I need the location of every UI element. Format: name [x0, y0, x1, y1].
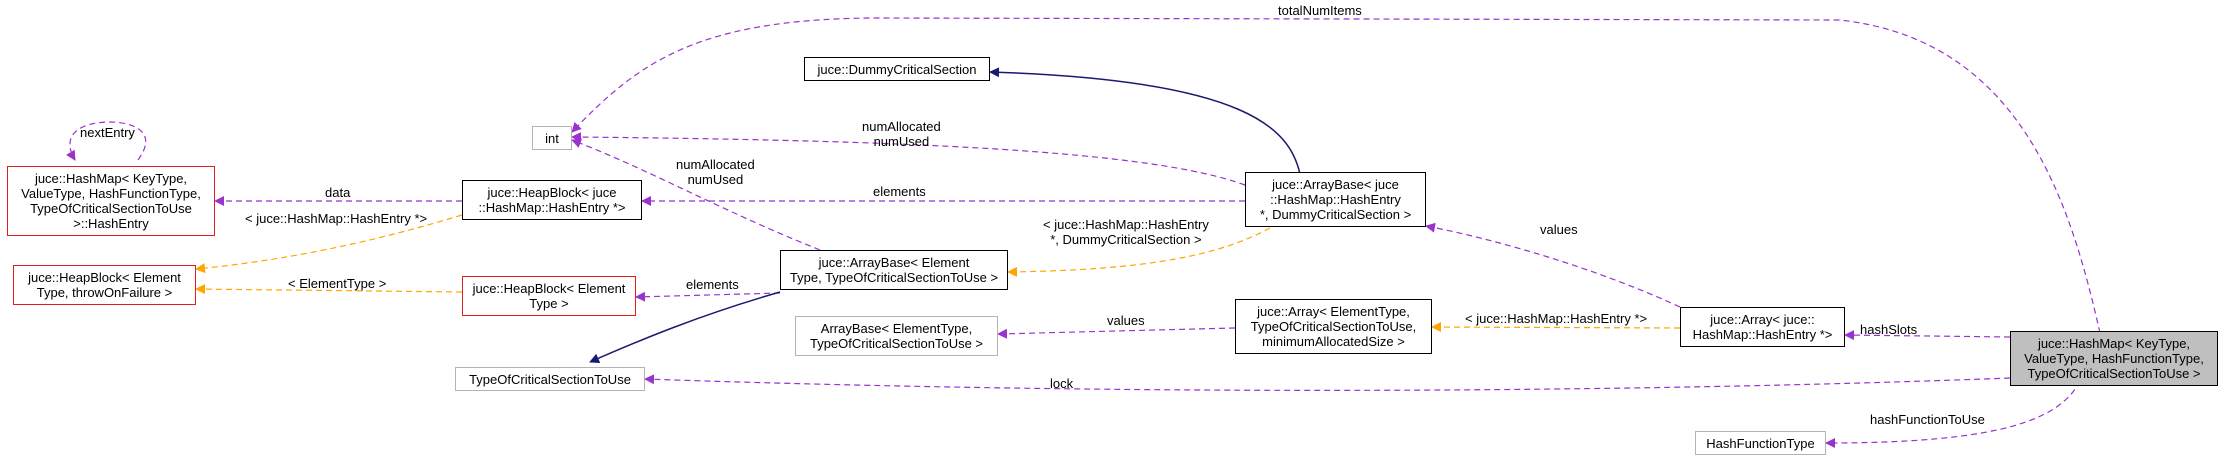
edge-hashFunctionToUse — [1825, 380, 2081, 448]
label-hashSlots: hashSlots — [1860, 322, 1918, 337]
node-heapblock-hashentry[interactable]: juce::HeapBlock< juce ::HashMap::HashEnt… — [462, 180, 642, 220]
edge-lock — [644, 374, 2011, 391]
node-int[interactable]: int — [532, 126, 572, 150]
label-ab-template-arg: < juce::HashMap::HashEntry *, DummyCriti… — [1043, 217, 1209, 247]
label-elements-bottom: elements — [686, 277, 739, 292]
edge-nextEntry — [66, 121, 147, 161]
node-heapblock-template[interactable]: juce::HeapBlock< Element Type, throwOnFa… — [13, 265, 196, 305]
node-array-template[interactable]: juce::Array< ElementType, TypeOfCritical… — [1235, 299, 1432, 354]
edge-element-type — [195, 284, 463, 295]
label-values-left: values — [1107, 313, 1145, 328]
node-heapblock-elementtype[interactable]: juce::HeapBlock< Element Type > — [462, 276, 636, 316]
label-values-right: values — [1540, 222, 1578, 237]
edge-inherit-arraybase — [589, 291, 781, 363]
edge-numalloc-top — [571, 132, 1246, 186]
label-data: data — [325, 185, 351, 200]
node-critical-section-type[interactable]: TypeOfCriticalSectionToUse — [455, 367, 645, 391]
node-dummy-critical-section[interactable]: juce::DummyCriticalSection — [804, 57, 990, 81]
edge-ab-tmpl-arg — [1007, 227, 1271, 277]
node-arraybase-external[interactable]: ArrayBase< ElementType, TypeOfCriticalSe… — [795, 316, 998, 356]
label-hb-template-arg: < juce::HashMap::HashEntry *> — [245, 211, 428, 226]
label-numalloc-mid: numAllocated numUsed — [676, 157, 755, 187]
edge-numalloc-mid — [571, 138, 821, 251]
node-hashmap[interactable]: juce::HashMap< KeyType, ValueType, HashF… — [2010, 331, 2218, 386]
edge-array-tmpl-arg — [1431, 322, 1681, 333]
node-hash-function-type[interactable]: HashFunctionType — [1695, 431, 1826, 455]
node-arraybase-hashentry[interactable]: juce::ArrayBase< juce ::HashMap::HashEnt… — [1245, 172, 1426, 227]
node-hashentry[interactable]: juce::HashMap< KeyType, ValueType, HashF… — [7, 166, 215, 236]
label-hashFunctionToUse: hashFunctionToUse — [1870, 412, 1985, 427]
label-element-type: < ElementType > — [288, 276, 387, 291]
label-lock: lock — [1050, 376, 1074, 391]
label-nextEntry: nextEntry — [80, 125, 135, 140]
label-totalNumItems: totalNumItems — [1278, 3, 1362, 18]
node-arraybase-template[interactable]: juce::ArrayBase< Element Type, TypeOfCri… — [780, 250, 1008, 290]
edge-inherit-dummy-cs — [989, 67, 1301, 175]
label-elements-top: elements — [873, 184, 926, 199]
edge-values-right — [1425, 222, 1681, 308]
label-array-template-arg: < juce::HashMap::HashEntry *> — [1465, 311, 1648, 326]
edge-hashSlots — [1844, 330, 2011, 341]
label-numalloc-top: numAllocated numUsed — [862, 119, 941, 149]
edge-elements-bottom — [635, 291, 781, 302]
node-array-hashentry[interactable]: juce::Array< juce:: HashMap::HashEntry *… — [1680, 307, 1845, 347]
edge-hb-tmpl-arg — [195, 214, 463, 274]
